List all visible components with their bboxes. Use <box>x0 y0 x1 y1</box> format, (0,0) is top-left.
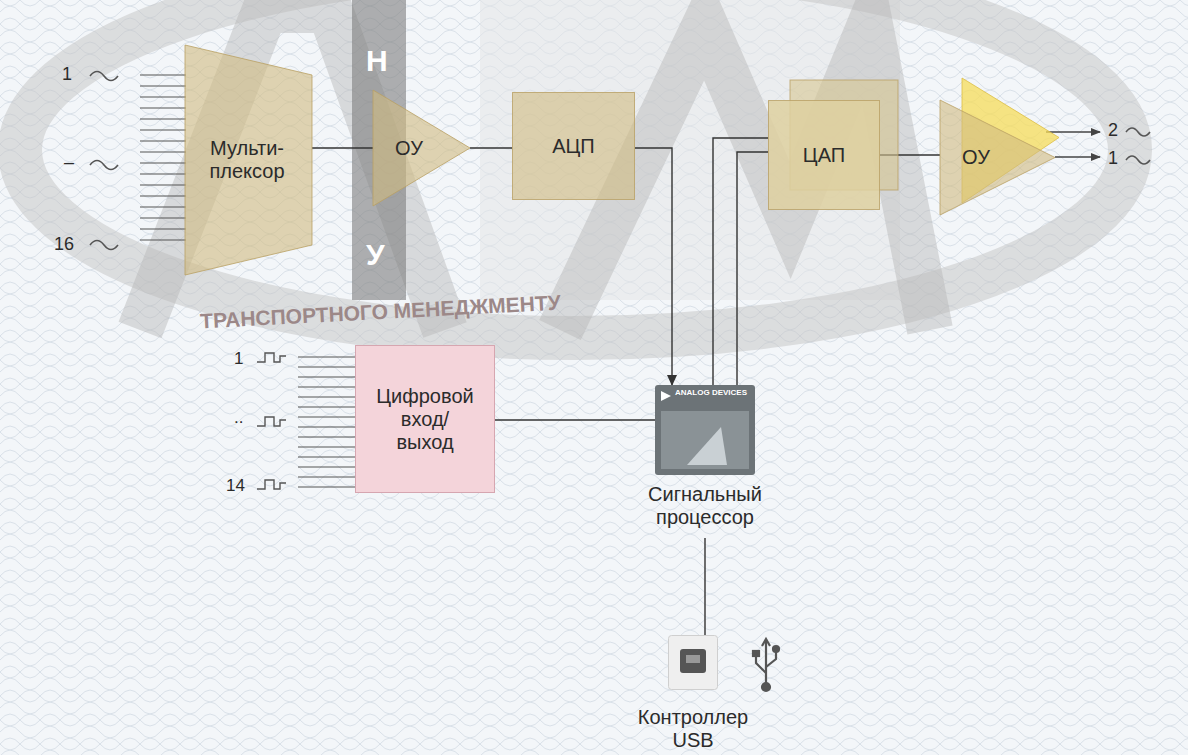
signal-wire <box>495 419 655 420</box>
input-line <box>140 195 186 196</box>
input-line <box>298 476 356 477</box>
input-line <box>140 162 186 163</box>
op-amp-outline <box>940 100 1055 215</box>
channel-number: 14 <box>226 476 245 496</box>
channel-number: 1 <box>62 64 72 85</box>
output-number: 1 <box>1108 148 1118 169</box>
node-text: ОУ <box>381 128 437 168</box>
watermark-letter: У <box>366 238 385 272</box>
channel-number: 16 <box>54 234 74 255</box>
input-line <box>140 217 186 218</box>
op-amp: ОУ <box>373 90 470 206</box>
input-line <box>298 396 356 397</box>
signal-wire <box>737 152 768 385</box>
input-line <box>298 416 356 417</box>
input-line <box>298 426 356 427</box>
digital-io-box: Цифровой вход/ выход <box>355 345 495 493</box>
input-line <box>140 118 186 119</box>
signal-processor-outline <box>655 385 755 475</box>
input-line <box>140 74 186 75</box>
op-amp: ОУ <box>940 100 1055 215</box>
node-text: ЦАП <box>768 100 880 210</box>
watermark-letter: Н <box>366 44 388 78</box>
input-line <box>298 356 356 357</box>
node-text: АЦП <box>512 92 635 200</box>
multiplexer: Мульти- плексор <box>185 45 312 275</box>
signal-wire <box>470 147 512 148</box>
node-text: Мульти- плексор <box>193 125 301 195</box>
signal-wire <box>635 148 672 385</box>
signal-wire <box>713 138 768 385</box>
signal-wire <box>312 147 373 148</box>
input-line <box>140 129 186 130</box>
adc-box: АЦП <box>512 92 635 200</box>
input-line <box>298 436 356 437</box>
input-line <box>140 151 186 152</box>
input-line <box>298 386 356 387</box>
pulse-symbols <box>257 353 286 489</box>
input-line <box>140 85 186 86</box>
signal-processor: Сигнальный процессор <box>655 385 755 475</box>
dac-box: ЦАП <box>768 100 880 210</box>
usb-controller-outline <box>668 635 718 690</box>
node-text: ОУ <box>946 137 1006 177</box>
channel-number: – <box>64 152 74 173</box>
node-text: Цифровой вход/ выход <box>373 355 477 483</box>
input-line <box>298 406 356 407</box>
channel-number: 1 <box>234 349 243 369</box>
input-line <box>298 376 356 377</box>
input-line <box>298 446 356 447</box>
input-line <box>298 486 356 487</box>
input-line <box>140 96 186 97</box>
input-line <box>140 140 186 141</box>
input-line <box>140 107 186 108</box>
input-line <box>298 366 356 367</box>
node-text: Контроллер USB <box>623 703 763 755</box>
usb-controller: Контроллер USB <box>668 635 718 690</box>
input-line <box>298 456 356 457</box>
input-line <box>140 173 186 174</box>
node-text: Сигнальный процессор <box>630 479 780 533</box>
input-line <box>298 466 356 467</box>
input-line <box>140 206 186 207</box>
input-line <box>140 228 186 229</box>
channel-number: .. <box>234 408 243 428</box>
input-line <box>140 239 186 240</box>
chip-logo-text: ANALOG DEVICES <box>675 388 747 397</box>
output-number: 2 <box>1108 120 1118 141</box>
input-line <box>140 184 186 185</box>
signal-wire <box>704 538 705 635</box>
